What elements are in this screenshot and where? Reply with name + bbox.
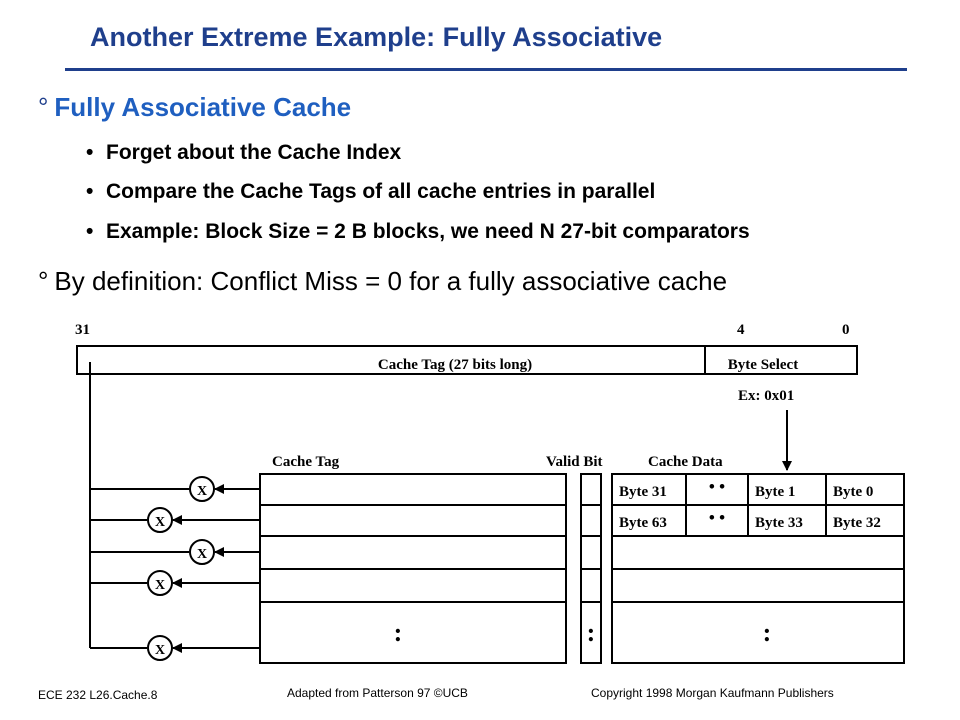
address-byte-select-field: Byte Select xyxy=(728,357,798,373)
sub-bullet-2: • Compare the Cache Tags of all cache ent… xyxy=(86,180,655,204)
sub-bullet-text: Example: Block Size = 2 B blocks, we nee… xyxy=(106,220,750,243)
sub-bullet-marker: • xyxy=(86,220,94,243)
row1-ellipsis: • • xyxy=(709,477,725,496)
sub-bullet-1: • Forget about the Cache Index xyxy=(86,141,401,165)
slide-title: Another Extreme Example: Fully Associati… xyxy=(90,22,663,52)
footer-course: ECE 232 L26.Cache.8 xyxy=(38,688,158,702)
main-bullet-text: Fully Associative Cache xyxy=(54,92,352,122)
comparator xyxy=(189,476,215,502)
sub-bullet-text: Compare the Cache Tags of all cache entr… xyxy=(106,180,656,203)
title-underline xyxy=(65,68,907,71)
header-cache-data: Cache Data xyxy=(648,454,723,470)
address-register xyxy=(76,345,858,375)
example-label: Ex: 0x01 xyxy=(738,388,794,404)
sub-bullet-text: Forget about the Cache Index xyxy=(106,141,402,164)
cell-byte-63: Byte 63 xyxy=(619,515,667,531)
cell-byte-0: Byte 0 xyxy=(833,484,873,500)
row2-ellipsis: • • xyxy=(709,508,725,527)
cell-byte-32: Byte 32 xyxy=(833,515,881,531)
sub-bullet-3: • Example: Block Size = 2 B blocks, we ne… xyxy=(86,220,750,244)
address-tag-field: Cache Tag (27 bits long) xyxy=(378,357,532,373)
footer-attribution: Adapted from Patterson 97 ©UCB xyxy=(287,686,468,700)
sub-bullet-marker: • xyxy=(86,180,94,203)
second-bullet-text: By definition: Conflict Miss = 0 for a f… xyxy=(54,266,728,296)
header-cache-tag: Cache Tag xyxy=(272,454,340,470)
bit-label-0: 0 xyxy=(842,322,850,338)
bullet-marker: ° xyxy=(38,92,49,122)
main-bullet: °Fully Associative Cache xyxy=(38,92,351,123)
tag-array-ellipsis: : xyxy=(394,618,403,647)
cell-byte-1: Byte 1 xyxy=(755,484,795,500)
comparator xyxy=(147,570,173,596)
bit-label-31: 31 xyxy=(75,322,90,338)
data-array-ellipsis: : xyxy=(763,618,772,647)
comparator-label: X xyxy=(197,547,207,562)
comparator-label: X xyxy=(155,578,165,593)
cell-byte-31: Byte 31 xyxy=(619,484,667,500)
header-valid-bit: Valid Bit xyxy=(546,454,603,470)
footer-copyright: Copyright 1998 Morgan Kaufmann Publisher… xyxy=(591,686,834,700)
sub-bullet-marker: • xyxy=(86,141,94,164)
comparator-label: X xyxy=(155,515,165,530)
cell-byte-33: Byte 33 xyxy=(755,515,803,531)
comparator xyxy=(147,635,173,661)
bit-label-4: 4 xyxy=(737,322,745,338)
comparator xyxy=(189,539,215,565)
valid-array-ellipsis: : xyxy=(587,618,596,647)
comparator xyxy=(147,507,173,533)
comparator-label: X xyxy=(197,484,207,499)
second-bullet: °By definition: Conflict Miss = 0 for a … xyxy=(38,266,727,297)
comparator-label: X xyxy=(155,643,165,658)
bullet-marker: ° xyxy=(38,266,49,296)
